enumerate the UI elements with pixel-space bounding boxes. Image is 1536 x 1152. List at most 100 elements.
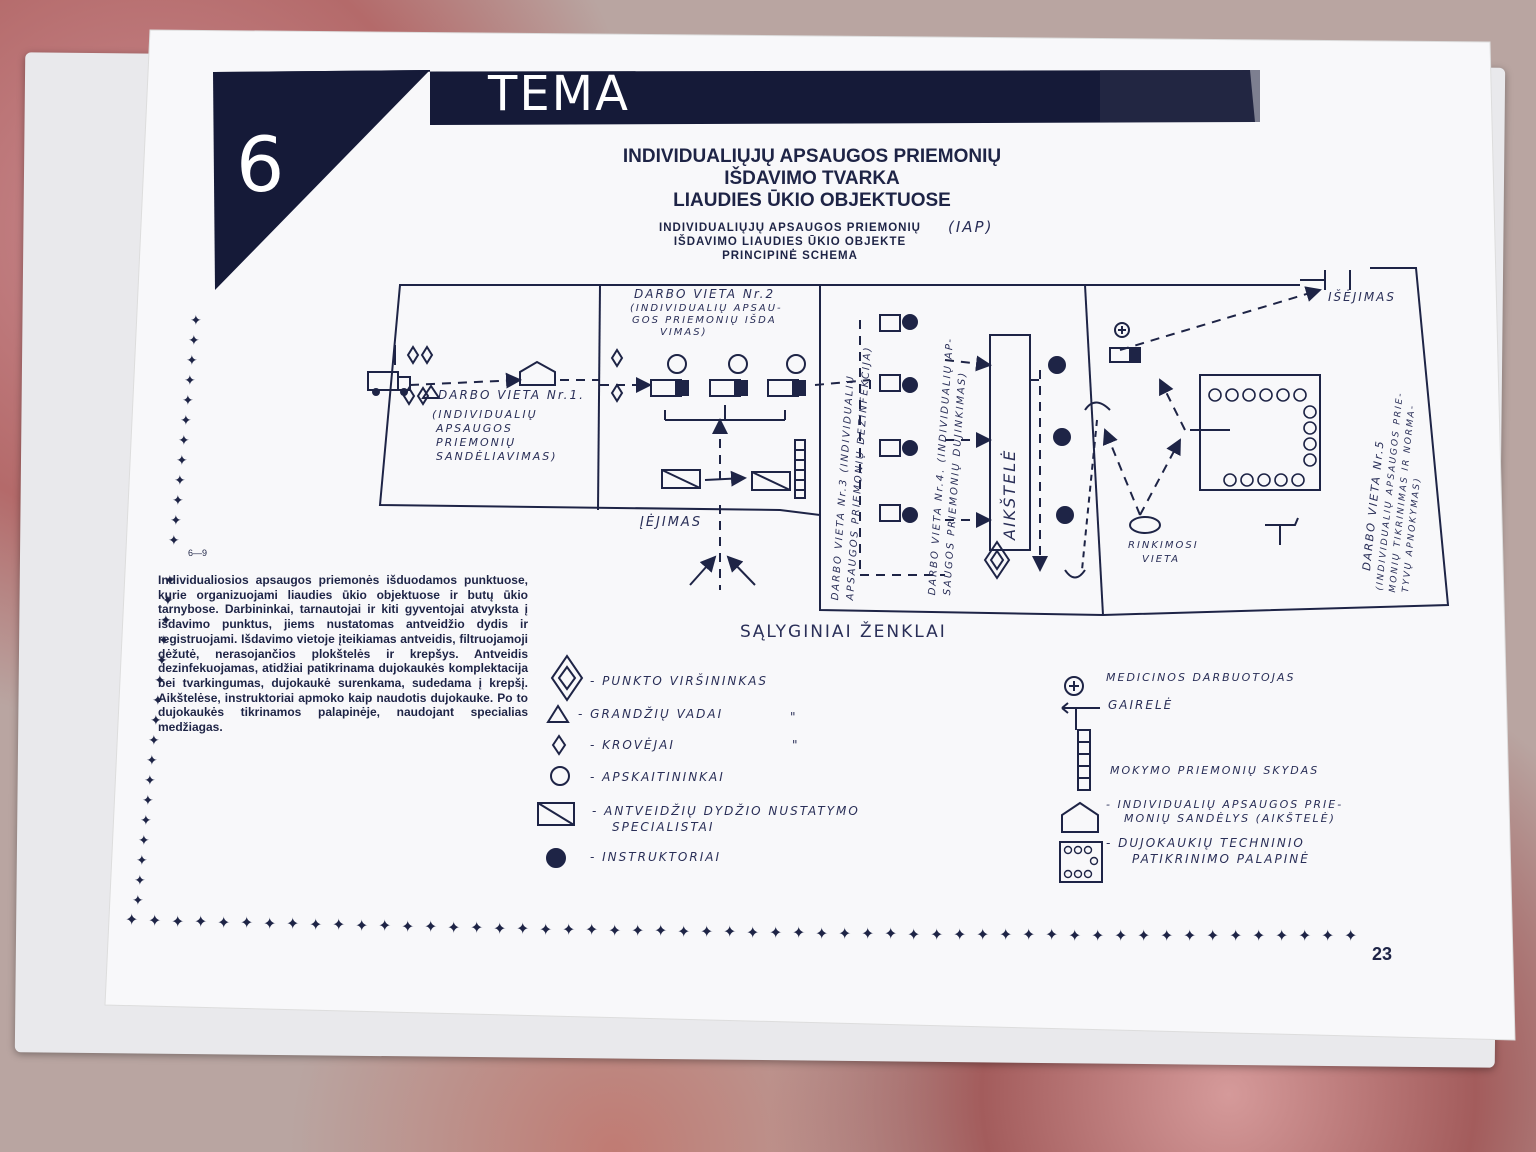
station-1-desc-4: SANDĖLIAVIMAS) bbox=[436, 450, 558, 463]
svg-text:✦: ✦ bbox=[1137, 926, 1150, 945]
svg-text:✦: ✦ bbox=[217, 913, 230, 932]
svg-text:✦: ✦ bbox=[162, 593, 174, 609]
legend-loaders: - KROVĖJAI bbox=[590, 738, 675, 752]
svg-text:✦: ✦ bbox=[999, 925, 1012, 944]
svg-text:✦: ✦ bbox=[174, 473, 186, 489]
svg-text:✦: ✦ bbox=[516, 919, 529, 938]
svg-text:✦: ✦ bbox=[746, 923, 759, 942]
svg-text:✦: ✦ bbox=[907, 925, 920, 944]
gathering-label-1: RINKIMOSI bbox=[1128, 540, 1199, 551]
svg-text:✦: ✦ bbox=[1229, 926, 1242, 945]
svg-text:✦: ✦ bbox=[677, 922, 690, 941]
svg-text:✦: ✦ bbox=[539, 920, 552, 939]
svg-text:✦: ✦ bbox=[815, 924, 828, 943]
svg-text:✦: ✦ bbox=[132, 893, 144, 909]
legend-specialists-cont: SPECIALISTAI bbox=[612, 820, 715, 834]
legend-tent: - DUJOKAUKIŲ TECHNINIO bbox=[1106, 836, 1305, 850]
station-1-desc-1: (INDIVIDUALIŲ bbox=[432, 408, 538, 421]
svg-text:✦: ✦ bbox=[164, 573, 176, 589]
title-line-1: INDIVIDUALIŲJŲ APSAUGOS PRIEMONIŲ bbox=[622, 146, 1002, 167]
svg-text:✦: ✦ bbox=[140, 813, 152, 829]
tema-banner bbox=[215, 70, 1255, 125]
svg-text:✦: ✦ bbox=[884, 924, 897, 943]
svg-text:✦: ✦ bbox=[1045, 925, 1058, 944]
subtitle-line-1: INDIVIDUALIŲJŲ APSAUGOS PRIEMONIŲ bbox=[659, 222, 921, 234]
svg-text:✦: ✦ bbox=[194, 912, 207, 931]
subtitle-abbreviation: (IAP) bbox=[948, 218, 994, 236]
svg-text:✦: ✦ bbox=[171, 912, 184, 931]
legend-chief: - PUNKTO VIRŠININKAS bbox=[590, 674, 769, 688]
svg-text:✦: ✦ bbox=[562, 920, 575, 939]
svg-text:✦: ✦ bbox=[470, 918, 483, 937]
svg-text:✦: ✦ bbox=[190, 313, 202, 329]
svg-text:✦: ✦ bbox=[158, 633, 170, 649]
legend-warehouse: - INDIVIDUALIŲ APSAUGOS PRIE- bbox=[1106, 798, 1344, 811]
svg-text:✦: ✦ bbox=[172, 493, 184, 509]
subtitle-line-2: IŠDAVIMO LIAUDIES ŪKIO OBJEKTE bbox=[673, 236, 907, 248]
svg-text:✦: ✦ bbox=[138, 833, 150, 849]
svg-text:✦: ✦ bbox=[1298, 926, 1311, 945]
svg-text:✦: ✦ bbox=[493, 919, 506, 938]
svg-text:✦: ✦ bbox=[240, 913, 253, 932]
legend-accountants: - APSKAITININKAI bbox=[590, 770, 725, 784]
topic-number: 6 bbox=[236, 120, 285, 209]
svg-text:✦: ✦ bbox=[378, 916, 391, 935]
station-1-desc-3: PRIEMONIŲ bbox=[436, 436, 517, 449]
svg-text:✦: ✦ bbox=[142, 793, 154, 809]
svg-text:✦: ✦ bbox=[1344, 926, 1357, 945]
svg-text:✦: ✦ bbox=[134, 873, 146, 889]
svg-text:✦: ✦ bbox=[178, 433, 190, 449]
svg-text:✦: ✦ bbox=[309, 915, 322, 934]
station-2-desc-3: VIMAS) bbox=[660, 327, 708, 338]
page-number: 23 bbox=[1372, 944, 1393, 964]
svg-text:✦: ✦ bbox=[930, 925, 943, 944]
title-line-2: IŠDAVIMO TVARKA bbox=[724, 168, 900, 189]
svg-text:✦: ✦ bbox=[631, 921, 644, 940]
star-border-left: ✦✦✦✦ ✦✦✦✦ ✦✦✦✦ ✦✦✦✦ ✦✦✦✦ ✦✦✦✦ ✦✦✦✦✦ bbox=[132, 313, 202, 909]
svg-text:✦: ✦ bbox=[1206, 926, 1219, 945]
svg-text:✦: ✦ bbox=[792, 923, 805, 942]
svg-text:✦: ✦ bbox=[355, 916, 368, 935]
svg-text:✦: ✦ bbox=[447, 918, 460, 937]
legend-icons bbox=[537, 654, 1103, 883]
legend-tent-cont: PATIKRINIMO PALAPINĖ bbox=[1132, 852, 1310, 866]
svg-text:✦: ✦ bbox=[150, 713, 162, 729]
exit-label: IŠĖJIMAS bbox=[1328, 290, 1396, 304]
legend-training-board: MOKYMO PRIEMONIŲ SKYDAS bbox=[1110, 764, 1320, 777]
svg-text:✦: ✦ bbox=[184, 373, 196, 389]
svg-text:✦: ✦ bbox=[723, 922, 736, 941]
legend-mask-size-specialists: - ANTVEIDŽIŲ DYDŽIO NUSTATYMO bbox=[592, 804, 860, 818]
svg-text:✦: ✦ bbox=[146, 753, 158, 769]
ditto-mark-2: " bbox=[792, 738, 800, 752]
svg-text:✦: ✦ bbox=[1022, 925, 1035, 944]
ditto-mark-1: " bbox=[790, 710, 798, 724]
svg-text:✦: ✦ bbox=[1068, 926, 1081, 945]
gathering-label-2: VIETA bbox=[1142, 554, 1181, 565]
station-2-label: DARBO VIETA Nr.2 bbox=[634, 287, 776, 301]
title-line-3: LIAUDIES ŪKIO OBJEKTUOSE bbox=[673, 190, 951, 211]
svg-text:✦: ✦ bbox=[156, 653, 168, 669]
station-2-desc-2: GOS PRIEMONIŲ IŠDA bbox=[632, 315, 777, 326]
svg-text:✦: ✦ bbox=[1160, 926, 1173, 945]
svg-text:✦: ✦ bbox=[332, 915, 345, 934]
svg-text:✦: ✦ bbox=[186, 353, 198, 369]
svg-text:✦: ✦ bbox=[188, 333, 200, 349]
legend-instructors: - INSTRUKTORIAI bbox=[590, 850, 721, 864]
svg-text:✦: ✦ bbox=[861, 924, 874, 943]
number-triangle bbox=[213, 70, 430, 290]
svg-text:✦: ✦ bbox=[1091, 926, 1104, 945]
svg-text:✦: ✦ bbox=[152, 693, 164, 709]
legend-flag: GAIRELĖ bbox=[1108, 698, 1174, 712]
svg-text:✦: ✦ bbox=[700, 922, 713, 941]
svg-text:✦: ✦ bbox=[769, 923, 782, 942]
paper-sheet bbox=[104, 29, 1516, 1041]
svg-text:✦: ✦ bbox=[585, 920, 598, 939]
banner-title: TEMA bbox=[488, 66, 630, 122]
svg-text:✦: ✦ bbox=[654, 921, 667, 940]
svg-text:✦: ✦ bbox=[1183, 926, 1196, 945]
svg-text:✦: ✦ bbox=[176, 453, 188, 469]
svg-text:✦: ✦ bbox=[263, 914, 276, 933]
svg-text:✦: ✦ bbox=[953, 925, 966, 944]
